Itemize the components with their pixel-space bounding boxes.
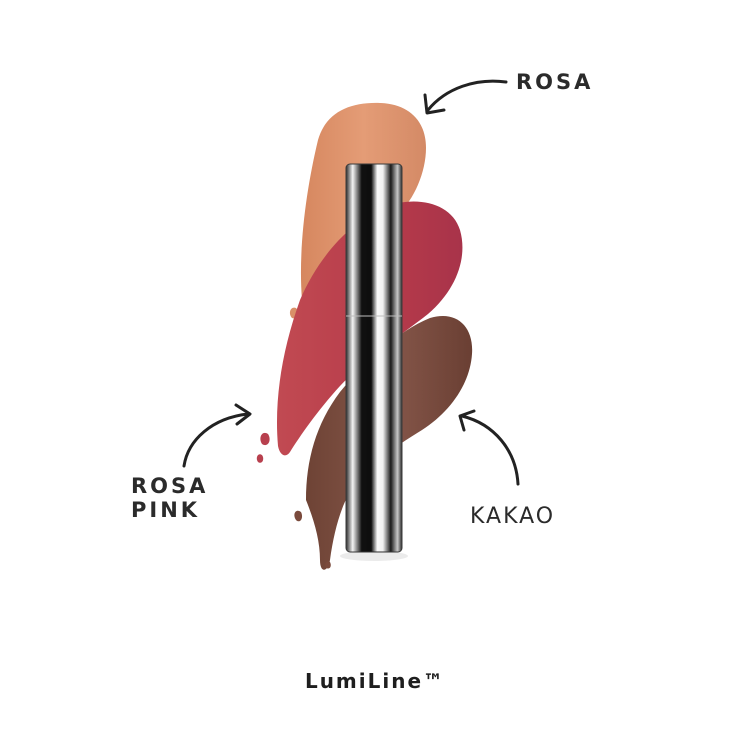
shade-label-rosa-pink-line2: PINK: [131, 498, 201, 522]
brand-name: LumiLine™: [304, 669, 446, 693]
arrow-icon-rosa: [423, 79, 508, 115]
arrow-icon-rosa-pink: [182, 403, 252, 468]
shade-label-rosa-pink: ROSA PINK: [131, 474, 208, 522]
shade-label-rosa: ROSA: [516, 70, 594, 94]
shade-label-kakao: KAKAO: [470, 504, 556, 529]
lip-product-tube: [346, 164, 402, 552]
arrow-icon-kakao: [458, 409, 520, 486]
shade-label-rosa-pink-line1: ROSA: [131, 474, 209, 498]
